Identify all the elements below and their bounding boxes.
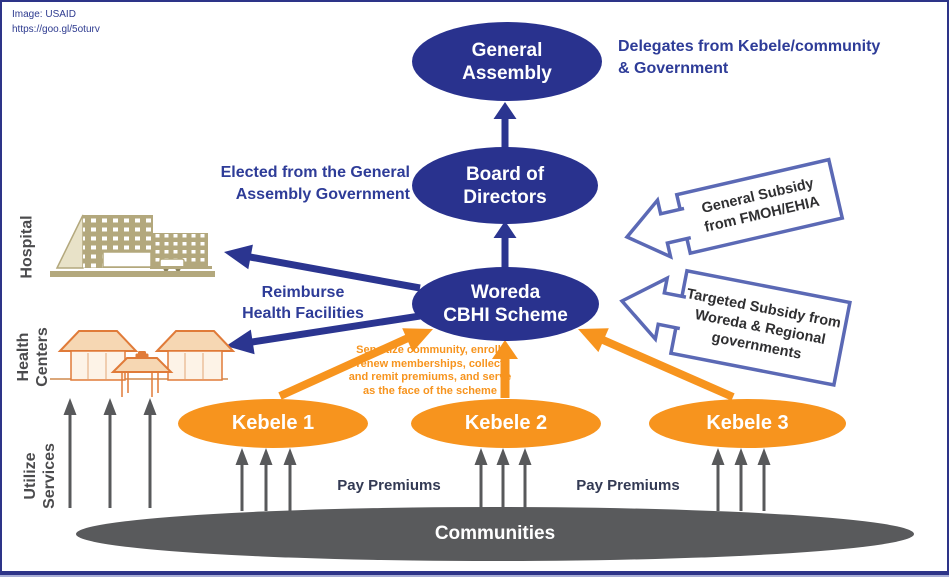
hospital-label: Hospital bbox=[18, 215, 36, 279]
attribution-line1: Image: USAID bbox=[12, 9, 76, 20]
kebele1-node: Kebele 1 bbox=[178, 399, 368, 448]
arrows-communities-to-kebele2 bbox=[474, 448, 532, 511]
sensitize-line2: renew memberships, collect bbox=[356, 357, 504, 370]
kebele2-label: Kebele 2 bbox=[464, 412, 548, 434]
pay-premiums-left: Pay Premiums bbox=[337, 477, 440, 494]
arrows-communities-to-kebele3 bbox=[711, 448, 771, 511]
kebele1-label: Kebele 1 bbox=[231, 412, 315, 434]
delegates-line1: Delegates from Kebele/community bbox=[618, 38, 881, 55]
arrows-utilize-services bbox=[63, 398, 157, 508]
woreda-label-line1: Woreda bbox=[470, 282, 541, 303]
arrow-woreda-to-hospital bbox=[224, 244, 421, 292]
board-label-line1: Board of bbox=[465, 163, 545, 185]
hospital-side-label: Hospital bbox=[18, 215, 37, 278]
pay-premiums-left-label: Pay Premiums bbox=[337, 477, 441, 494]
pay-premiums-right: Pay Premiums bbox=[576, 477, 679, 494]
arrow-kebele1-to-woreda bbox=[278, 328, 433, 400]
pay-premiums-right-label: Pay Premiums bbox=[576, 477, 680, 494]
arrow-woreda-to-health-centers bbox=[226, 312, 421, 355]
sensitize-note: Sensitize community, enroll/ renew membe… bbox=[349, 344, 512, 398]
arrows-communities-to-kebele1 bbox=[235, 448, 297, 511]
sensitize-line4: as the face of the scheme bbox=[363, 384, 497, 397]
reimburse-line2: Health Facilities bbox=[242, 305, 364, 322]
communities-label: Communities bbox=[434, 523, 556, 544]
attribution: Image: USAID https://goo.gl/5oturv bbox=[12, 7, 100, 37]
general-assembly-label-line1: General bbox=[471, 39, 543, 61]
woreda-label-line2: CBHI Scheme bbox=[443, 305, 568, 326]
delegates-line2: & Government bbox=[618, 60, 729, 77]
general-assembly-label-line2: Assembly bbox=[462, 62, 552, 84]
banner-targeted-subsidy-shape bbox=[619, 268, 852, 388]
reimburse-line1: Reimburse bbox=[261, 284, 345, 301]
bottom-border-light bbox=[0, 575, 949, 577]
delegates-note: Delegates from Kebele/community & Govern… bbox=[618, 36, 880, 80]
health-centers-line2: Centers bbox=[34, 327, 51, 387]
kebele2-node: Kebele 2 bbox=[411, 399, 601, 448]
arrow-kebele3-to-woreda bbox=[578, 328, 735, 401]
communities-node: Communities bbox=[76, 507, 914, 561]
health-centers-line1: Health bbox=[15, 332, 32, 382]
hospital-icon bbox=[50, 214, 215, 277]
utilize-line2: Services bbox=[41, 443, 58, 509]
woreda-cbhi-node: Woreda CBHI Scheme bbox=[412, 267, 599, 341]
board-of-directors-node: Board of Directors bbox=[412, 147, 598, 224]
health-centers-side-label: Health Centers bbox=[14, 327, 52, 387]
arrow-board-to-assembly bbox=[493, 102, 517, 148]
elected-line2: Assembly Government bbox=[235, 186, 410, 203]
arrow-woreda-to-board bbox=[493, 221, 517, 268]
general-assembly-node: General Assembly bbox=[412, 22, 602, 101]
elected-note: Elected from the General Assembly Govern… bbox=[221, 162, 410, 206]
sensitize-line1: Sensitize community, enroll/ bbox=[356, 344, 504, 356]
bottom-border-navy bbox=[0, 571, 949, 575]
sensitize-line3: and remit premiums, and serve bbox=[348, 371, 512, 383]
elected-line1: Elected from the General bbox=[220, 164, 410, 181]
arrow-kebele2-to-woreda bbox=[492, 340, 518, 398]
reimburse-note: Reimburse Health Facilities bbox=[242, 282, 364, 324]
board-label-line2: Directors bbox=[463, 186, 547, 208]
kebele3-label: Kebele 3 bbox=[706, 412, 789, 434]
kebele3-node: Kebele 3 bbox=[649, 399, 846, 448]
attribution-line2: https://goo.gl/5oturv bbox=[12, 24, 100, 35]
utilize-services-side-label: Utilize Services bbox=[21, 443, 59, 509]
utilize-line1: Utilize bbox=[22, 452, 39, 500]
health-centers-icon bbox=[50, 330, 236, 397]
banner-general-subsidy-shape bbox=[624, 157, 845, 260]
